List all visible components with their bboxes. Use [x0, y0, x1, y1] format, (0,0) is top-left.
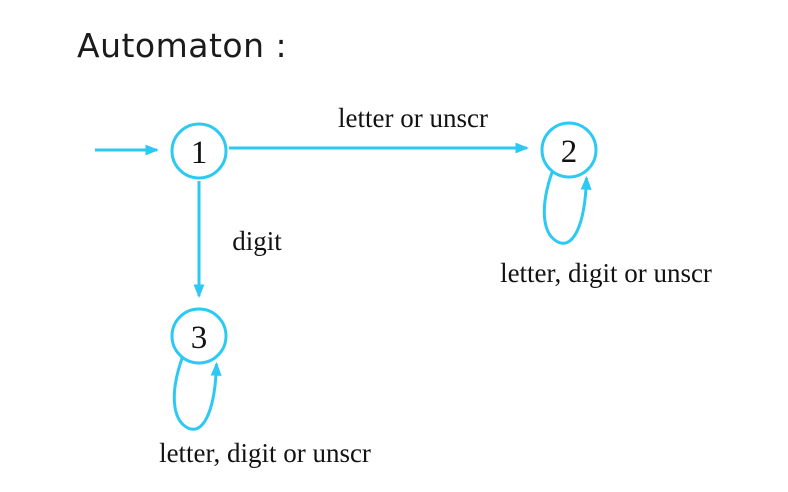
state-1-label: 1: [191, 135, 208, 171]
state-2-label: 2: [561, 134, 578, 170]
edge-label-1-to-3: digit: [232, 226, 282, 256]
state-1-node: [170, 122, 228, 180]
page-title: Automaton :: [77, 26, 288, 65]
self-loop-3-label: letter, digit or unscr: [159, 438, 371, 468]
state-3-label: 3: [191, 320, 208, 356]
state-2-node: [540, 121, 598, 179]
self-loop-2-label: letter, digit or unscr: [500, 258, 712, 288]
self-loop-2: [542, 170, 592, 245]
self-loop-3: [172, 356, 222, 431]
edge-label-1-to-2: letter or unscr: [338, 103, 488, 133]
state-3-node: [170, 307, 228, 365]
